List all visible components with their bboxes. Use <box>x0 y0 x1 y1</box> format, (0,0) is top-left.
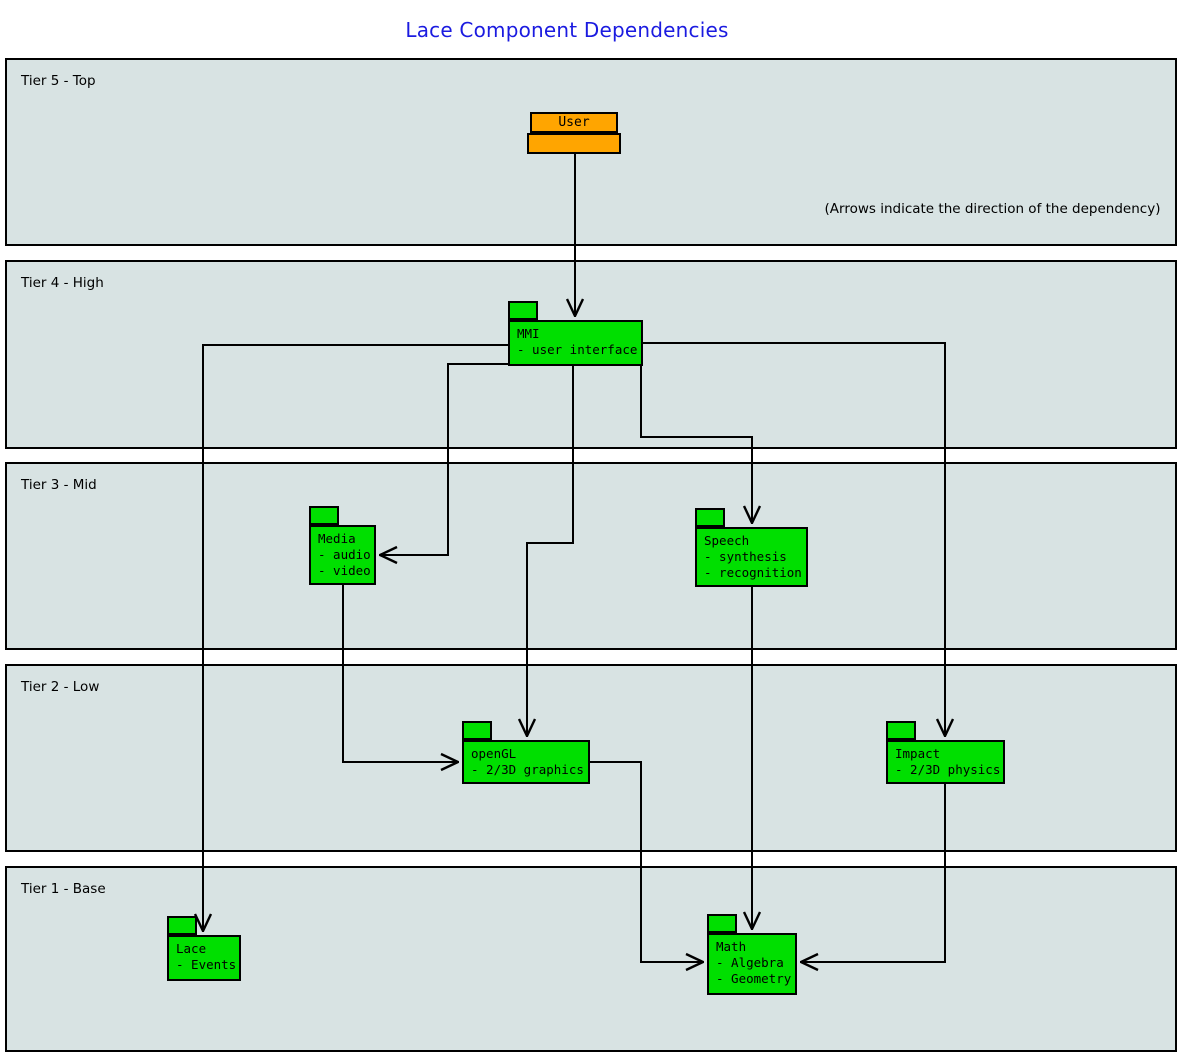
tier-label-4: Tier 4 - High <box>21 275 104 291</box>
component-name: Impact <box>895 746 941 761</box>
package-body: MMI - user interface <box>508 320 643 366</box>
package-body: Speech - synthesis - recognition <box>695 527 808 587</box>
component-mmi: MMI - user interface <box>508 301 643 366</box>
tier-label-3: Tier 3 - Mid <box>21 477 97 493</box>
component-feature: - 2/3D physics <box>895 762 1001 777</box>
package-body: Lace - Events <box>167 935 241 981</box>
package-tab-icon <box>695 508 725 527</box>
component-opengl: openGL - 2/3D graphics <box>462 721 590 784</box>
package-tab-icon <box>886 721 916 740</box>
component-feature: - synthesis <box>704 549 787 564</box>
component-name: Media <box>318 531 356 546</box>
package-body: Media - audio - video <box>309 525 376 585</box>
dependency-note: (Arrows indicate the direction of the de… <box>824 201 1161 217</box>
component-name: Speech <box>704 533 750 548</box>
package-tab-icon <box>462 721 492 740</box>
component-speech: Speech - synthesis - recognition <box>695 508 808 587</box>
component-feature: - video <box>318 563 371 578</box>
component-feature: - recognition <box>704 565 802 580</box>
package-body: Impact - 2/3D physics <box>886 740 1005 784</box>
tier-band-3: Tier 3 - Mid <box>5 462 1177 650</box>
component-feature: - Events <box>176 957 237 972</box>
component-impact: Impact - 2/3D physics <box>886 721 1005 784</box>
component-lace: Lace - Events <box>167 916 241 981</box>
component-name: openGL <box>471 746 517 761</box>
tier-band-4: Tier 4 - High <box>5 260 1177 449</box>
component-feature: - user interface <box>517 342 638 357</box>
tier-label-2: Tier 2 - Low <box>21 679 100 695</box>
package-tab-icon <box>167 916 197 935</box>
tier-label-1: Tier 1 - Base <box>21 881 106 897</box>
package-tab-icon <box>508 301 538 320</box>
user-applet-body <box>527 133 621 154</box>
package-tab-icon <box>707 914 737 933</box>
component-name: User Applet <box>530 112 618 147</box>
tier-label-5: Tier 5 - Top <box>21 73 96 89</box>
component-feature: - Geometry <box>716 971 792 986</box>
component-media: Media - audio - video <box>309 506 376 585</box>
package-body: openGL - 2/3D graphics <box>462 740 590 784</box>
component-name: Lace <box>176 941 207 956</box>
component-name: Math <box>716 939 747 954</box>
package-tab-icon <box>309 506 339 525</box>
component-name: MMI <box>517 326 540 341</box>
component-math: Math - Algebra - Geometry <box>707 914 797 995</box>
component-feature: - 2/3D graphics <box>471 762 584 777</box>
component-feature: - audio <box>318 547 371 562</box>
diagram-title: Lace Component Dependencies <box>405 18 729 42</box>
component-feature: - Algebra <box>716 955 784 970</box>
package-body: Math - Algebra - Geometry <box>707 933 797 995</box>
